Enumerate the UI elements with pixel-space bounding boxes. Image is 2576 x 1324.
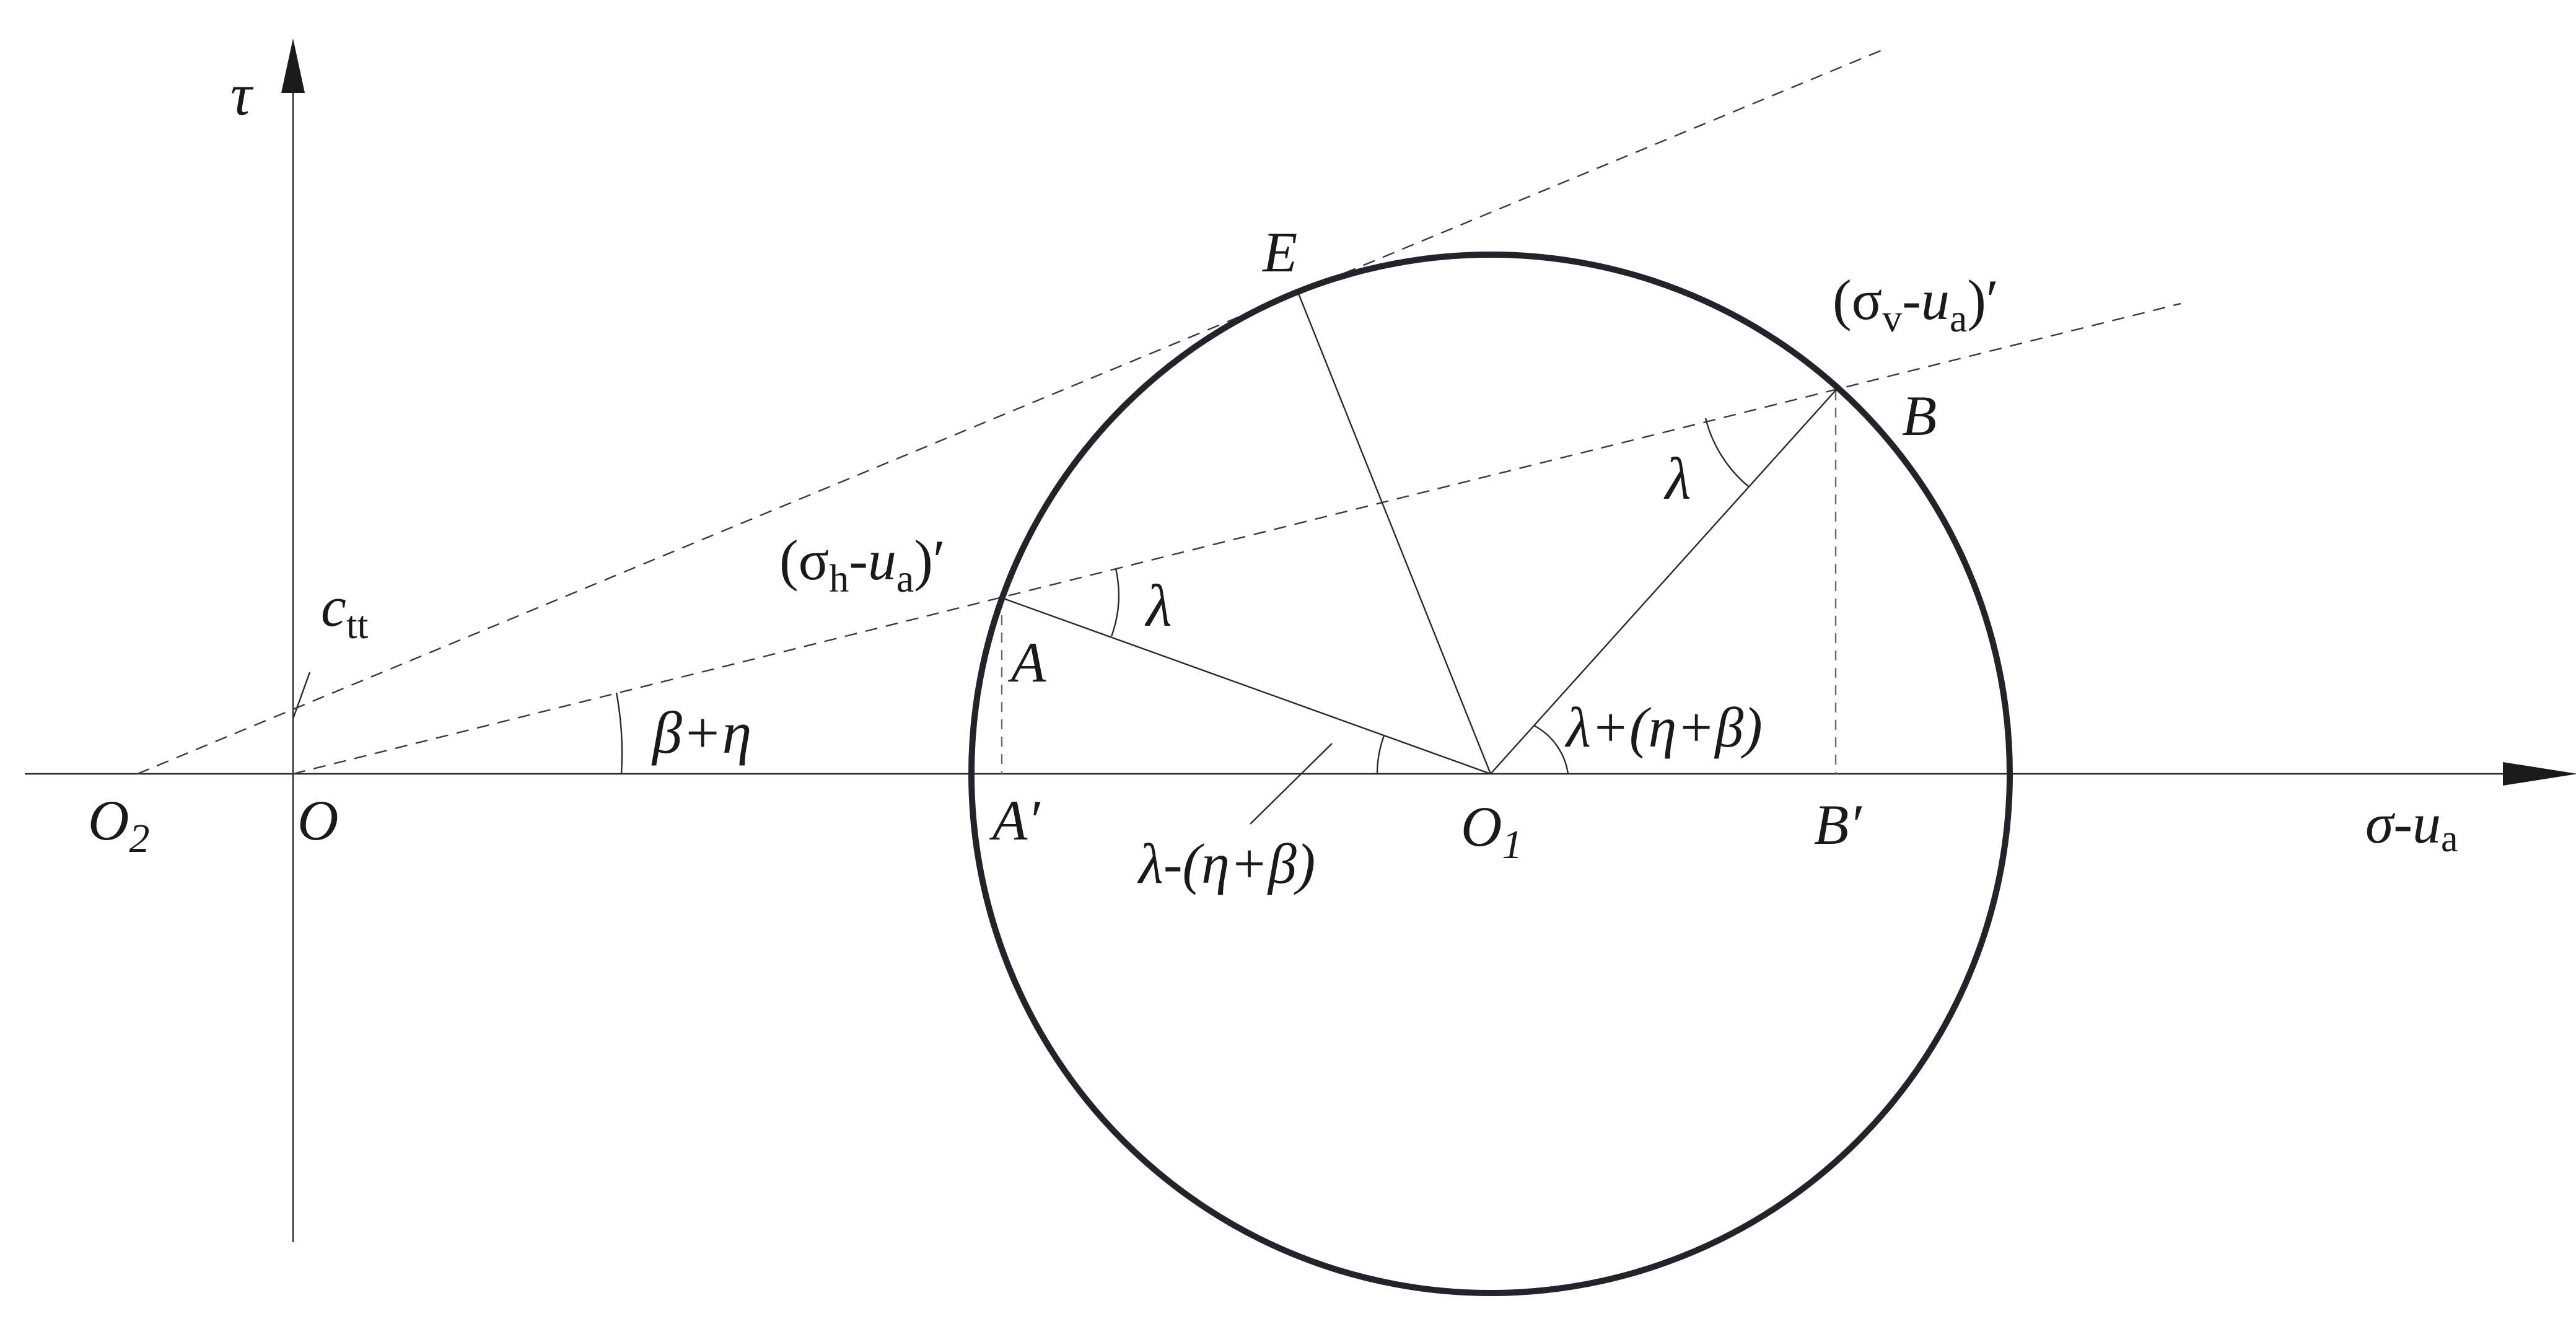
point-O-label: O: [297, 789, 338, 852]
sigma-axis-label: σ-ua: [2365, 792, 2458, 860]
tau-axis-label: τ: [230, 61, 254, 128]
cohesion-tick: [292, 672, 311, 719]
x-axis-arrowhead: [2503, 762, 2576, 786]
failure-envelope-line: [137, 48, 1884, 775]
stress-line-OB: [292, 302, 2181, 775]
stress-h-label: (σh-ua)′: [779, 528, 945, 600]
point-A-prime-label: A′: [989, 789, 1041, 852]
angle-arc-lambda-minus: [1376, 735, 1385, 774]
point-E-label: E: [1261, 221, 1297, 284]
angle-arc-beta-eta: [615, 692, 623, 774]
angle-lambda-plus-label: λ+(η+β): [1564, 696, 1763, 759]
cohesion-label: ctt: [321, 575, 369, 647]
angle-beta-eta-label: β+η: [651, 699, 751, 766]
point-B-prime-label: B′: [1814, 793, 1862, 856]
point-A-label: A: [1007, 631, 1046, 694]
angle-arc-lambda-plus: [1533, 724, 1569, 774]
y-axis-arrowhead: [281, 38, 305, 93]
angle-lambda-A-label: λ: [1144, 572, 1172, 639]
angle-arc-lambda-A: [1110, 568, 1120, 637]
radius-O1-B: [1490, 390, 1836, 774]
radius-O1-E: [1297, 293, 1492, 774]
angle-arc-lambda-B: [1704, 418, 1749, 487]
angle-lambda-B-label: λ: [1663, 445, 1691, 512]
radius-O1-A: [1001, 597, 1491, 775]
angle-lambda-minus-label: λ-(η+β): [1137, 832, 1315, 895]
angle-leader: [1250, 743, 1333, 825]
point-O2-label: O2: [88, 789, 149, 861]
stress-v-label: (σv-ua)′: [1833, 268, 1999, 340]
mohr-circle: [968, 252, 2013, 1296]
point-O1-label: O1: [1461, 795, 1522, 867]
point-B-label: B: [1902, 384, 1937, 447]
